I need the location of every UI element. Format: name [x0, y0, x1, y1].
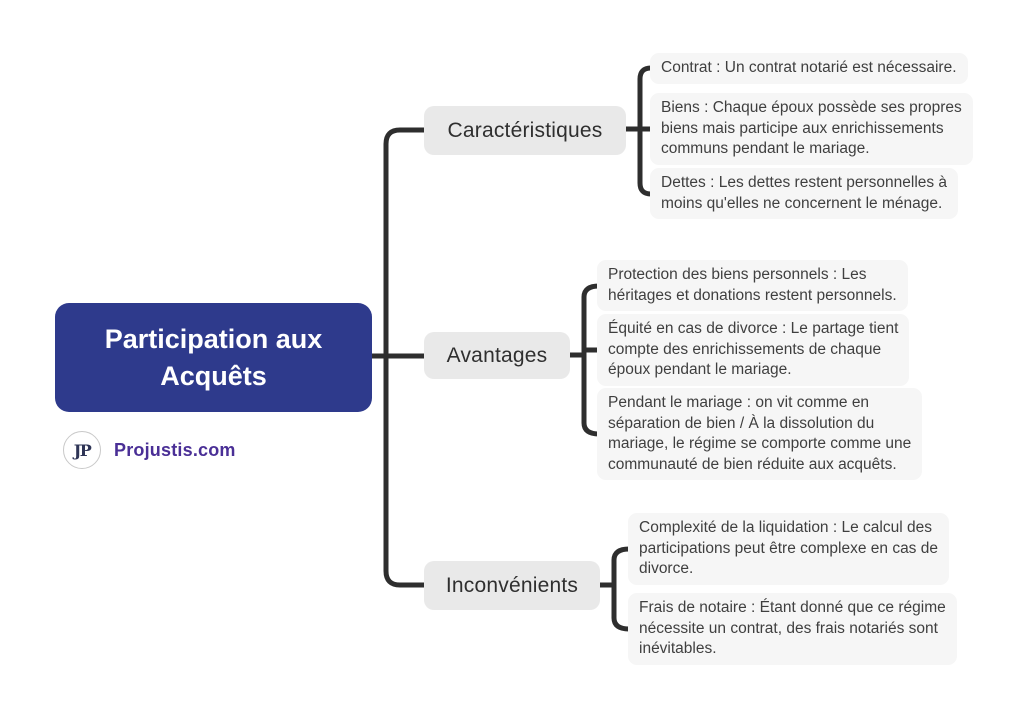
root-node-title: Participation aux Acquêts	[55, 303, 372, 412]
leaf-biens: Biens : Chaque époux possède ses propres…	[650, 93, 973, 165]
leaf-equite-divorce: Équité en cas de divorce : Le partage ti…	[597, 314, 910, 386]
avant-bracket	[581, 283, 602, 437]
leaf-pendant-mariage: Pendant le mariage : on vit comme en sép…	[597, 388, 923, 480]
leaf-contrat: Contrat : Un contrat notarié est nécessa…	[650, 53, 968, 84]
brand-logo-icon: JP	[63, 431, 101, 469]
leaf-dettes: Dettes : Les dettes restent personnelles…	[650, 168, 959, 219]
branch-node-inconvenients: Inconvénients	[424, 561, 600, 610]
carac-bracket	[637, 65, 654, 197]
branch-node-avantages: Avantages	[424, 332, 570, 379]
brand-site-name: Projustis.com	[114, 439, 236, 460]
brand-logo-row: JP Projustis.com	[63, 431, 236, 469]
logo-monogram: JP	[73, 440, 92, 460]
leaf-protection-biens: Protection des biens personnels : Les hé…	[597, 260, 908, 311]
leaf-complexite-liquidation: Complexité de la liquidation : Le calcul…	[628, 513, 949, 585]
incon-bracket	[611, 546, 632, 632]
branch-node-caracteristiques: Caractéristiques	[424, 106, 626, 155]
leaf-frais-notaire: Frais de notaire : Étant donné que ce ré…	[628, 593, 957, 665]
